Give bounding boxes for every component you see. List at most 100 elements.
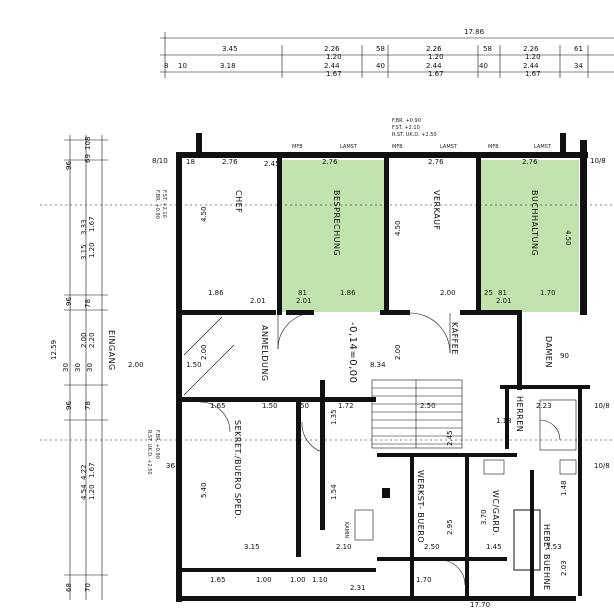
svg-text:2.00: 2.00	[394, 344, 402, 360]
dim-l68: 68	[65, 583, 73, 592]
svg-text:81: 81	[298, 289, 307, 297]
svg-text:1.18: 1.18	[496, 417, 512, 425]
dim-l10: 10	[84, 141, 92, 150]
svg-text:4.50: 4.50	[200, 206, 208, 222]
fixtures	[354, 399, 577, 571]
dim-l30b: 30	[74, 363, 82, 372]
svg-text:2.00: 2.00	[128, 361, 144, 369]
svg-text:2.45: 2.45	[264, 160, 280, 168]
dim-l120b: 1.20	[88, 484, 96, 500]
room-besprechung: BESPRECHUNG	[332, 190, 341, 256]
dim-t6: 1.20	[428, 53, 444, 61]
dim-l96b: 96	[65, 297, 73, 306]
svg-text:1.35: 1.35	[330, 409, 338, 425]
dim-r2f: 40	[376, 62, 385, 70]
room-damen: DAMEN	[544, 336, 553, 368]
svg-text:1.50: 1.50	[262, 402, 278, 410]
dim-t7: 58	[483, 45, 492, 53]
svg-text:F.BR. +0.90: F.BR. +0.90	[392, 118, 421, 124]
dim-r2e: 1.67	[326, 70, 342, 78]
svg-text:2.50: 2.50	[424, 543, 440, 551]
svg-text:R.ST. UK.D. +2.50: R.ST. UK.D. +2.50	[146, 430, 152, 475]
dim-r2a: 8	[164, 62, 168, 70]
svg-text:8/10: 8/10	[152, 157, 168, 165]
svg-text:LAMST: LAMST	[440, 144, 458, 150]
dim-t4: 58	[376, 45, 385, 53]
svg-text:2.76: 2.76	[322, 158, 338, 166]
svg-text:1.70: 1.70	[416, 576, 432, 584]
annotations: MFB LAMST MFB LAMST MFB LAMST F.BR. +0.9…	[146, 118, 610, 538]
room-anmeldung: ANMELDUNG	[260, 325, 269, 382]
room-chef: CHEF	[234, 190, 243, 213]
svg-text:2.31: 2.31	[350, 584, 366, 592]
dim-l120: 1.20	[88, 242, 96, 258]
dim-t10: 61	[574, 45, 583, 53]
dim-t3: 1.20	[326, 53, 342, 61]
svg-text:1.72: 1.72	[338, 402, 354, 410]
svg-text:1.65: 1.65	[210, 402, 226, 410]
dim-r2j: 2.44	[523, 62, 539, 70]
outer-walls	[176, 133, 588, 602]
svg-text:2.01: 2.01	[296, 297, 312, 305]
dim-l422: 4.22	[80, 464, 88, 480]
room-herren: HERREN	[515, 396, 524, 432]
svg-text:2.76: 2.76	[222, 158, 238, 166]
svg-text:1.45: 1.45	[486, 543, 502, 551]
svg-text:R.ST. UK.D. +2.50: R.ST. UK.D. +2.50	[392, 132, 437, 138]
level-mark: -0,14=0,00	[347, 322, 358, 384]
room-hebebuehne: HEBE- BUEHNE	[542, 524, 551, 591]
svg-text:10/8: 10/8	[590, 157, 606, 165]
svg-text:2.50: 2.50	[420, 402, 436, 410]
dim-r2h: 1.67	[428, 70, 444, 78]
left-dimensions: 96 69 10 8 3.33 1.67 3.15 1.20 96 78 2.2…	[50, 135, 108, 600]
dim-l8: 8	[84, 137, 92, 141]
dim-l96a: 96	[65, 161, 73, 170]
dim-l1259: 12.59	[50, 340, 58, 360]
dim-l70: 70	[84, 583, 92, 592]
dim-r2d: 2.44	[324, 62, 340, 70]
dim-l315: 3.15	[80, 244, 88, 260]
svg-text:10/8: 10/8	[594, 462, 610, 470]
dim-l78: 78	[84, 299, 92, 308]
svg-text:KAMIN: KAMIN	[343, 522, 349, 538]
top-dimensions: 17.86 3.45 2.26 1.20 58 2.26 1.20 58 2.2…	[160, 28, 614, 78]
dim-t2: 2.26	[324, 45, 340, 53]
room-eingang: EINGANG	[107, 330, 116, 371]
svg-text:1.86: 1.86	[208, 289, 224, 297]
svg-text:2.45: 2.45	[446, 430, 454, 446]
svg-text:2.01: 2.01	[250, 297, 266, 305]
dim-l30a: 30	[62, 363, 70, 372]
svg-text:2.10: 2.10	[336, 543, 352, 551]
svg-text:1.86: 1.86	[340, 289, 356, 297]
dim-l167: 1.67	[88, 216, 96, 232]
svg-text:1.00: 1.00	[256, 576, 272, 584]
room-verkauf: VERKAUF	[432, 190, 441, 231]
svg-text:2.01: 2.01	[496, 297, 512, 305]
dim-r2c: 3.18	[220, 62, 236, 70]
svg-text:10/8: 10/8	[594, 402, 610, 410]
svg-text:3.15: 3.15	[244, 543, 260, 551]
svg-text:18: 18	[186, 158, 195, 166]
dim-r2g: 2.44	[426, 62, 442, 70]
svg-text:F.BR. +0.90: F.BR. +0.90	[154, 190, 160, 219]
dim-l333: 3.33	[80, 219, 88, 235]
interior-dimensions: 2.76 2.76 2.76 2.76 2.45 4.50 4.50 4.50 …	[128, 158, 572, 609]
interior-walls	[176, 155, 590, 596]
svg-text:1.10: 1.10	[312, 576, 328, 584]
svg-text:MFB: MFB	[488, 144, 499, 150]
room-wcgard: WC/GARD.	[491, 490, 500, 536]
room-buchhaltung: BUCHHALTUNG	[530, 190, 539, 256]
room-werkstbuero: WERKST- BUERO	[416, 470, 425, 543]
svg-text:2.23: 2.23	[536, 402, 552, 410]
svg-text:25: 25	[484, 289, 493, 297]
svg-text:2.76: 2.76	[522, 158, 538, 166]
svg-text:4.50: 4.50	[394, 220, 402, 236]
svg-text:1.53: 1.53	[546, 543, 562, 551]
dim-l78b: 78	[84, 401, 92, 410]
dim-l200: 2.00	[80, 332, 88, 348]
room-sekret: SEKRET./BUERO SPED.	[233, 420, 242, 519]
buchhaltung-highlight	[480, 160, 579, 312]
svg-text:2.00: 2.00	[200, 344, 208, 360]
besprechung-highlight	[281, 160, 384, 312]
